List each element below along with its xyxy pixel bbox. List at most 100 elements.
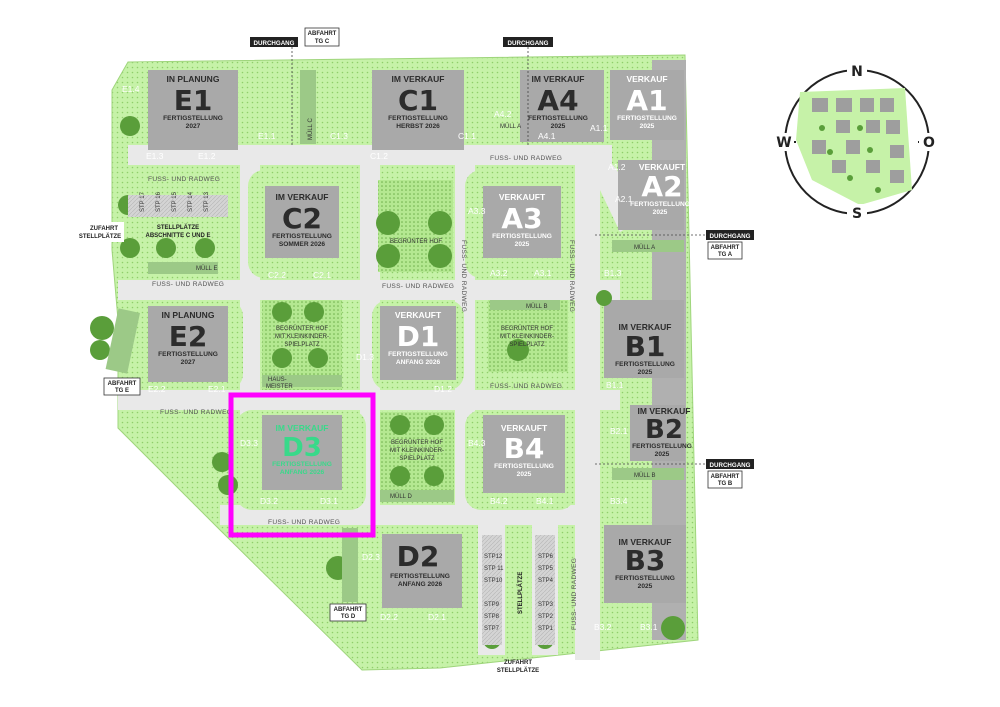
path-label: FUSS- UND RADWEG: [571, 558, 578, 630]
building-b4-sub1: FERTIGSTELLUNG: [494, 463, 554, 470]
building-d2: [382, 534, 462, 608]
unit-label: B4.2: [490, 496, 508, 506]
building-a3: [483, 186, 561, 258]
parking-strip-mid: [262, 375, 342, 387]
building-d3-name: D3: [282, 433, 322, 463]
unit-label: B4.3: [468, 438, 486, 448]
building-b1-name: B1: [625, 330, 666, 363]
abfahrt-box-c: [304, 27, 340, 47]
building-b4: [483, 415, 565, 493]
building-b3: [604, 525, 686, 603]
zufahrt-bottom-line1: ZUFAHRT: [504, 660, 532, 666]
stp-top-labels: STP 17 STP 16 STP 15 STP 14 STP 13: [140, 191, 210, 212]
tree: [428, 244, 452, 268]
muell-label: MÜLL B: [526, 303, 547, 310]
tree: [120, 238, 140, 258]
building-a1-name: A1: [626, 84, 667, 117]
durchgang-tag-bg: [503, 37, 553, 47]
unit-label: C1.3: [330, 131, 348, 141]
building-d1-sub2: ANFANG 2026: [396, 359, 441, 366]
unit-label: A3.2: [490, 268, 508, 278]
compass-w: W: [776, 135, 791, 151]
tree: [272, 302, 292, 322]
compass-bg-s: [847, 204, 867, 222]
building-a3-sub2: 2025: [515, 241, 530, 248]
stp-label: STP5: [538, 566, 554, 572]
unit-label: B1.1: [606, 380, 624, 390]
unit-label: E1.4: [122, 84, 140, 94]
unit-label: D2.1: [428, 612, 446, 622]
ramp-tg-e: [105, 308, 140, 374]
building-e2-name: E2: [169, 320, 208, 353]
unit-label: A4.1: [538, 131, 556, 141]
abfahrt-d-line1: ABFAHRT: [334, 607, 363, 613]
parking-strip-d: [380, 490, 454, 502]
tree: [90, 316, 114, 340]
tree: [304, 302, 324, 322]
building-a4-name: A4: [537, 84, 578, 117]
tree: [424, 415, 444, 435]
stp-label: STP 15: [172, 191, 178, 212]
stellplaetze-vertical-label: STELLPLÄTZE: [517, 572, 524, 614]
courtyard-3-label-2: MIT KLEINKINDER-: [500, 334, 554, 340]
building-b1-status: IM VERKAUF: [619, 322, 672, 332]
unit-label: E1.1: [258, 131, 276, 141]
abfahrt-c-line2: TG C: [315, 39, 330, 45]
stellplaetze-left-line1: STELLPLÄTZE: [157, 224, 199, 231]
building-e2-sub1: FERTIGSTELLUNG: [158, 351, 218, 358]
building-a4-status: IM VERKAUF: [532, 74, 585, 84]
building-c2-sub2: SOMMER 2026: [279, 241, 326, 248]
parking-strip-b: [490, 300, 560, 310]
unit-label: D1.3: [356, 352, 374, 362]
zufahrt-bottom-line2: STELLPLÄTZE: [497, 667, 539, 674]
unit-label: A2.1: [615, 194, 633, 204]
path-label: FUSS- UND RADWEG: [382, 283, 454, 290]
building-b1: [604, 300, 684, 378]
building-d1-name: D1: [397, 320, 440, 353]
building-b4-sub2: 2025: [517, 471, 532, 478]
building-a2: [618, 160, 684, 230]
courtyard-4-label-1: BEGRÜNTER HOF: [391, 439, 443, 446]
building-c2: [265, 186, 339, 258]
hausmeister-label: HAUS-: [268, 377, 287, 383]
unit-label: E2.1: [208, 384, 226, 394]
compass-inset: N S W O: [774, 62, 939, 222]
building-a3-status: VERKAUFT: [499, 192, 546, 202]
unit-label: B3.1: [640, 622, 658, 632]
unit-label: B1.3: [604, 268, 622, 278]
building-e1-name: E1: [174, 84, 213, 117]
unit-label: E1.2: [198, 151, 216, 161]
selected-building-highlight[interactable]: [228, 392, 376, 538]
tree: [390, 415, 410, 435]
compass-mini-buildings: [812, 98, 904, 183]
unit-label: A3.3: [468, 206, 486, 216]
building-c2-sub1: FERTIGSTELLUNG: [272, 233, 332, 240]
stp-label: STP 16: [156, 191, 162, 212]
building-d2-name: D2: [397, 540, 440, 573]
building-a2-name: A2: [641, 170, 682, 203]
unit-label: C1.1: [458, 131, 476, 141]
stp-label: STP1: [538, 626, 554, 632]
building-e1-status: IN PLANUNG: [167, 74, 220, 84]
building-b1-sub2: 2025: [638, 369, 653, 376]
stellplaetze-left-line2: ABSCHNITTE C UND E: [145, 233, 210, 239]
stp-label: STP 17: [140, 191, 146, 212]
stp-label: STP 11: [484, 566, 504, 572]
hausmeister-label: MEISTER: [266, 384, 293, 390]
abfahrt-b-line2: TG B: [718, 481, 733, 487]
building-e2-sub2: 2027: [181, 359, 196, 366]
building-d2-sub2: ANFANG 2026: [398, 581, 443, 588]
stp-label: STP4: [538, 578, 554, 584]
muell-label: MÜLL D: [390, 493, 412, 500]
building-d1: [380, 306, 456, 380]
passage-lines: [291, 47, 706, 465]
tree: [212, 452, 232, 472]
building-c1-sub1: FERTIGSTELLUNG: [388, 115, 448, 122]
compass-o: O: [923, 135, 935, 151]
building-a4: [520, 70, 604, 142]
tree: [424, 466, 444, 486]
muell-label: MÜLL B: [634, 472, 655, 479]
tree: [308, 348, 328, 368]
courtyard-3: [488, 300, 568, 372]
